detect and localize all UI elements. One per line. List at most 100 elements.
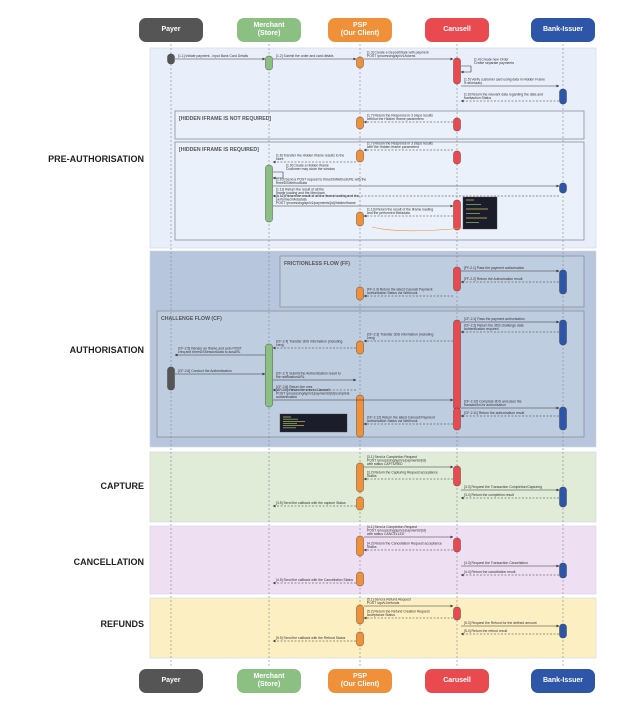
activation-bar	[356, 286, 364, 301]
code-screenshot	[462, 196, 498, 230]
message-label: [4.2] Return the Cancellation Request ac…	[367, 541, 442, 549]
actor-psp-top: PSP (Our Client)	[328, 18, 392, 42]
message-label: [FF-2.2] Return the Authorisation result	[464, 277, 522, 281]
activation-bar	[453, 465, 461, 487]
message-label: [1.7] Return the Response in 3 steps res…	[367, 141, 433, 149]
activation-bar	[356, 535, 364, 557]
message-label: [1.1] Initiate payment - input Bank Card…	[178, 54, 248, 58]
message-label: [1.8] Transfer the Hidden Iframe results…	[276, 153, 344, 161]
section-background	[149, 250, 597, 448]
section-background	[149, 451, 597, 523]
activation-bar	[356, 394, 364, 438]
activation-bar	[453, 199, 461, 231]
message-label: [3.3] Request the Transaction Completion…	[464, 485, 542, 489]
actor-merchant-top: Merchant (Store)	[237, 18, 301, 42]
message-label: [4.4] Return the cancellation result	[464, 570, 516, 574]
actor-merchant-bottom: Merchant (Store)	[237, 669, 301, 693]
message-label: [1.6] Return the relevant data regarding…	[464, 92, 543, 100]
message-label: [3.5] Send the callback with the capture…	[276, 501, 346, 505]
section-label: PRE-AUTHORISATION	[48, 154, 144, 164]
frame-box	[174, 141, 585, 241]
activation-bar	[453, 117, 461, 132]
activation-bar	[453, 319, 461, 411]
section-background	[149, 597, 597, 659]
actor-carusell-bottom: Carusell	[425, 669, 489, 693]
message-label: [FF-2.1] Pass the payment authorisation	[464, 266, 524, 270]
activation-bar	[356, 340, 364, 355]
message-label: [CF-2.4] Transfer 3DS information (inclu…	[276, 339, 342, 347]
activation-bar	[356, 462, 364, 493]
message-label: [CF-2.8] Return the cres	[276, 385, 313, 389]
message-label: [5.2] Return the Refund Creation Request…	[367, 609, 430, 617]
message-label: [CF-2.3] Transfer 3DS information (inclu…	[367, 332, 433, 340]
activation-bar	[167, 53, 175, 65]
frame-title: CHALLENGE FLOW (CF)	[161, 316, 222, 322]
message-label: [3.2] Return the Capturing Request accep…	[367, 470, 438, 478]
frame-title: [HIDDEN IFRAME IS REQUIRED]	[179, 147, 259, 153]
message-label: [5.3] Request the Refund for the defined…	[464, 621, 537, 625]
message-label: [5.5] Send the callback with the Refund …	[276, 636, 346, 640]
activation-bar	[559, 88, 567, 105]
activation-bar	[265, 164, 273, 223]
activation-bar	[265, 343, 273, 408]
message-label: [5.4] Return the refund result	[464, 629, 507, 633]
message-label: [1.12] Return the result of all the ifra…	[276, 194, 359, 205]
activation-bar	[559, 406, 567, 431]
activation-bar	[356, 604, 364, 625]
frame-title: FRICTIONLESS FLOW (FF)	[284, 261, 350, 267]
message-label: [4.5] Send the callback with the Cancell…	[276, 578, 353, 582]
message-label: [3.4] Return the completion result	[464, 493, 514, 497]
activation-bar	[453, 407, 461, 431]
message-label: [CF-2.6] Conduct the Authentication	[178, 369, 232, 373]
activation-bar	[167, 366, 175, 391]
connector-curve	[371, 226, 464, 232]
activation-bar	[356, 56, 364, 69]
section-label: REFUNDS	[100, 619, 144, 629]
message-label: [1.7] Return the Response in 3 steps res…	[367, 113, 433, 121]
actor-carusell-top: Carusell	[425, 18, 489, 42]
activation-bar	[453, 266, 461, 292]
section-label: CAPTURE	[100, 481, 144, 491]
activation-bar	[453, 57, 461, 85]
section-label: AUTHORISATION	[69, 345, 144, 355]
self-message-arrow	[460, 65, 472, 74]
message-label: [FF-2.3] Return the latest Carusell Paym…	[367, 287, 432, 295]
actor-payer-top: Payer	[139, 18, 203, 42]
message-label: [1.2] Submit the order and card details	[276, 54, 334, 58]
activation-bar	[356, 211, 364, 227]
activation-bar	[559, 486, 567, 508]
activation-bar	[265, 55, 273, 71]
message-label: [CF-2.11] Return the authorisation resul…	[464, 411, 524, 415]
code-screenshot	[279, 413, 348, 433]
activation-bar	[559, 269, 567, 295]
section-background	[149, 47, 597, 249]
activation-bar	[356, 116, 364, 130]
message-label: [1.13] Return the result of the iframe l…	[367, 207, 433, 215]
activation-bar	[453, 537, 461, 553]
message-label: [CF-2.7] Submit the Authentication resul…	[276, 371, 341, 379]
frame-title: [HIDDEN IFRAME IS NOT REQUIRED]	[179, 116, 271, 122]
activation-bar	[559, 319, 567, 346]
activation-bar	[356, 149, 364, 163]
self-message-arrow	[272, 171, 284, 180]
activation-bar	[356, 496, 364, 511]
actor-payer-bottom: Payer	[139, 669, 203, 693]
message-label: [4.3] Request the Transaction Cancellati…	[464, 561, 528, 565]
message-label: [CF-2.1] Pass the payment authorisation	[464, 317, 525, 321]
activation-bar	[356, 631, 364, 647]
actor-psp-bottom: PSP (Our Client)	[328, 669, 392, 693]
section-label: CANCELLATION	[73, 557, 144, 567]
frame-box	[279, 255, 585, 308]
actor-bank-issuer-bottom: Bank-Issuer	[531, 669, 595, 693]
frame-box	[174, 110, 585, 140]
